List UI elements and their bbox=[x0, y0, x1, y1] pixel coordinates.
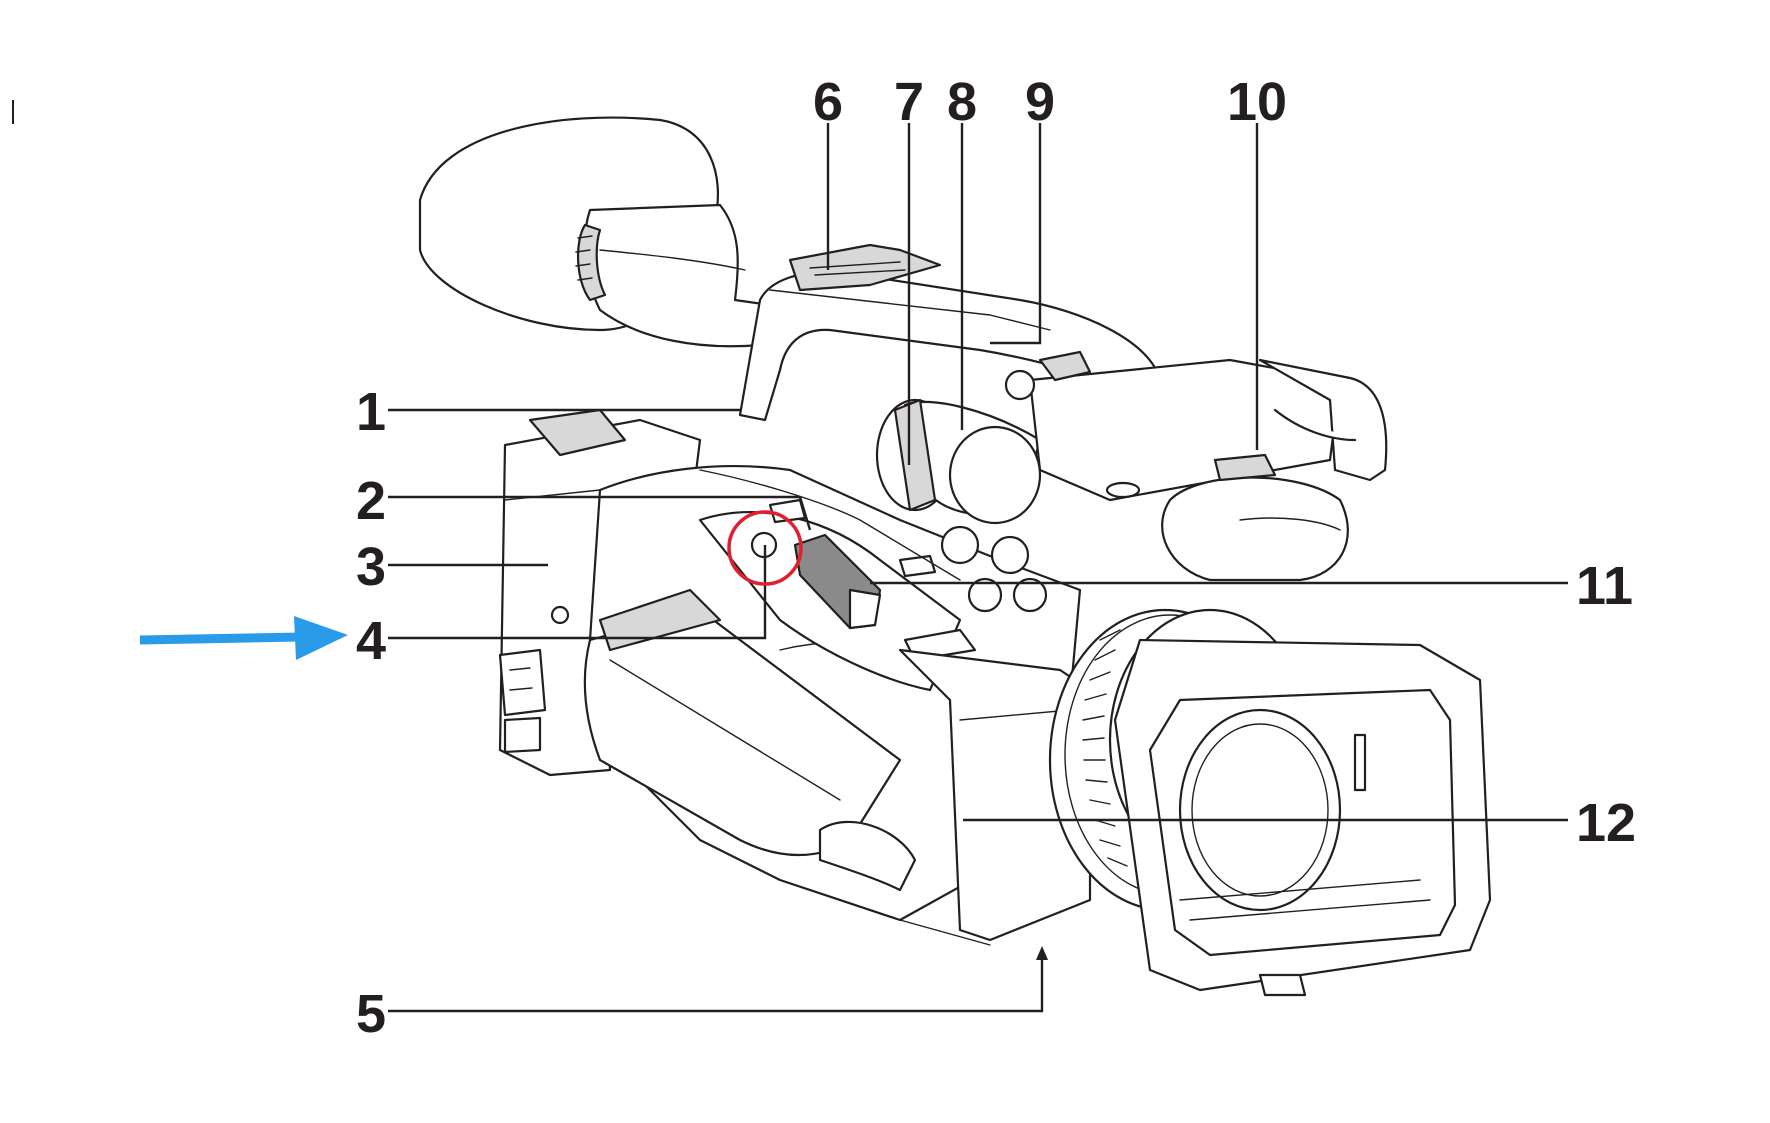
callout-1: 1 bbox=[356, 382, 386, 442]
leader-lines bbox=[388, 123, 1568, 1013]
front-mic-light bbox=[1161, 476, 1349, 582]
callout-8: 8 bbox=[947, 72, 977, 132]
rear-tab bbox=[528, 408, 627, 457]
callout-12: 12 bbox=[1576, 793, 1636, 853]
handle-front-housing bbox=[1258, 358, 1388, 482]
front-grip-housing bbox=[898, 648, 1092, 942]
highlight-circle bbox=[727, 510, 803, 586]
callout-6: 6 bbox=[813, 72, 843, 132]
leader-arrowhead-5 bbox=[1036, 946, 1048, 960]
handle-top-panel bbox=[1028, 358, 1342, 502]
callout-3: 3 bbox=[356, 537, 386, 597]
callout-4: 4 bbox=[356, 611, 386, 671]
monitor-hinge bbox=[818, 820, 917, 892]
callout-7: 7 bbox=[894, 72, 924, 132]
strap-hook bbox=[498, 648, 547, 717]
camcorder-illustration bbox=[418, 116, 1492, 997]
highlight-arrow bbox=[139, 616, 348, 660]
callout-labels: 1 2 3 4 5 6 7 8 9 10 11 12 bbox=[356, 72, 1636, 1044]
callout-10: 10 bbox=[1227, 72, 1287, 132]
callout-2: 2 bbox=[356, 471, 386, 531]
lens-glass bbox=[1178, 708, 1342, 912]
callout-9: 9 bbox=[1025, 72, 1055, 132]
callout-11: 11 bbox=[1576, 556, 1633, 616]
callout-5: 5 bbox=[356, 984, 386, 1044]
